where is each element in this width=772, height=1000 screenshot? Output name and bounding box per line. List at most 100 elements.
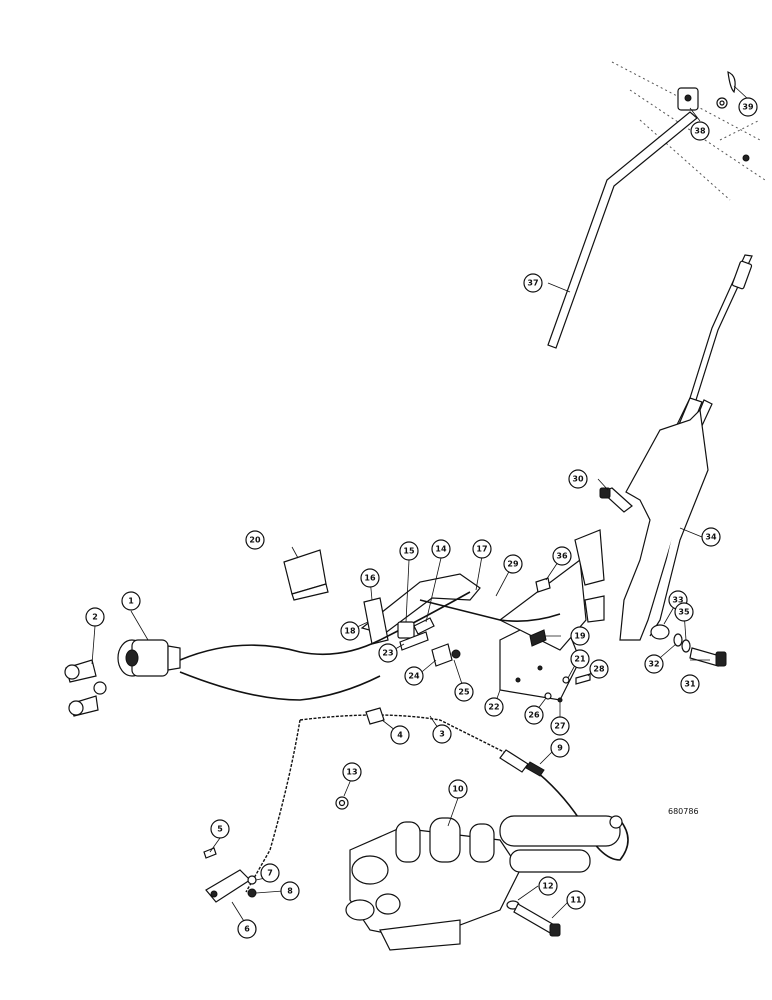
callout-37: 37: [523, 273, 543, 293]
terminal-4: [365, 707, 385, 725]
callout-label: 21: [574, 655, 586, 664]
callout-25: 25: [454, 682, 474, 702]
callout-label: 2: [92, 613, 98, 622]
callout-39: 39: [738, 97, 758, 117]
valve-10: [345, 815, 623, 951]
callout-label: 27: [554, 722, 565, 731]
keys-2: [64, 659, 107, 717]
callout-label: 33: [672, 596, 683, 605]
cotter-pin-39: [727, 71, 736, 94]
callout-29: 29: [503, 554, 523, 574]
callout-11: 11: [566, 890, 586, 910]
callout-label: 24: [408, 672, 420, 681]
bolt-30: [599, 487, 633, 513]
callout-22: 22: [484, 697, 504, 717]
hardware-21-26-27-28: [544, 673, 591, 703]
callout-23: 23: [378, 643, 398, 663]
callout-15: 15: [399, 541, 419, 561]
callout-8: 8: [280, 881, 300, 901]
callout-32: 32: [644, 654, 664, 674]
callout-1: 1: [121, 591, 141, 611]
wiring: [179, 591, 629, 893]
callout-31: 31: [680, 674, 700, 694]
callout-7: 7: [260, 863, 280, 883]
callout-label: 4: [397, 731, 403, 740]
fastener-19: [529, 629, 547, 647]
callout-label: 7: [267, 869, 273, 878]
callout-20: 20: [245, 530, 265, 550]
callout-label: 16: [364, 574, 376, 583]
callout-label: 28: [593, 665, 605, 674]
callout-3: 3: [432, 724, 452, 744]
callout-6: 6: [237, 919, 257, 939]
callout-label: 39: [742, 103, 754, 112]
callout-label: 15: [403, 547, 415, 556]
callout-13: 13: [342, 762, 362, 782]
key-switch-1: [117, 639, 181, 677]
bracket-20: [283, 549, 329, 601]
nut-13: [335, 796, 349, 810]
screw-5: [203, 847, 217, 859]
callout-label: 26: [528, 711, 540, 720]
frame-outline: [611, 61, 766, 201]
callout-label: 9: [557, 744, 563, 753]
callout-16: 16: [360, 568, 380, 588]
callout-label: 14: [435, 545, 447, 554]
callout-label: 10: [452, 785, 464, 794]
callout-12: 12: [538, 876, 558, 896]
connector-9: [499, 749, 545, 777]
callout-label: 32: [648, 660, 659, 669]
lever-37: [547, 87, 699, 349]
bracket-assembly: [360, 529, 605, 701]
switch-6: [205, 869, 251, 903]
callout-26: 26: [524, 705, 544, 725]
callout-label: 19: [574, 632, 586, 641]
callout-18: 18: [340, 621, 360, 641]
callout-label: 23: [382, 649, 393, 658]
callout-label: 20: [249, 536, 261, 545]
callout-19: 19: [570, 626, 590, 646]
callout-label: 29: [507, 560, 519, 569]
callout-label: 5: [217, 825, 223, 834]
hardware-14-15: [397, 617, 435, 639]
callout-label: 36: [556, 552, 568, 561]
hardware-31-32-33-35: [650, 624, 727, 667]
callout-label: 25: [458, 688, 470, 697]
callout-label: 37: [527, 279, 538, 288]
bolt-11: [513, 903, 561, 937]
callout-label: 6: [244, 925, 250, 934]
callout-30: 30: [568, 469, 588, 489]
callout-24: 24: [404, 666, 424, 686]
callout-35: 35: [674, 602, 694, 622]
callout-label: 11: [570, 896, 582, 905]
callout-label: 31: [684, 680, 696, 689]
callout-label: 18: [344, 627, 356, 636]
lever-34: [619, 254, 753, 641]
callout-38: 38: [690, 121, 710, 141]
callout-label: 38: [694, 127, 706, 136]
callout-4: 4: [390, 725, 410, 745]
callout-label: 34: [705, 533, 717, 542]
nut-8: [247, 888, 257, 898]
callout-label: 3: [439, 730, 445, 739]
callout-36: 36: [552, 546, 572, 566]
callout-label: 8: [287, 887, 293, 896]
callout-28: 28: [589, 659, 609, 679]
washer-7: [247, 875, 257, 885]
callout-9: 9: [550, 738, 570, 758]
callout-label: 12: [542, 882, 553, 891]
drawing-reference-code: 680786: [668, 807, 699, 816]
callout-label: 22: [488, 703, 499, 712]
callout-14: 14: [431, 539, 451, 559]
callout-label: 17: [476, 545, 487, 554]
callout-label: 13: [346, 768, 357, 777]
callout-27: 27: [550, 716, 570, 736]
callout-2: 2: [85, 607, 105, 627]
callout-label: 30: [572, 475, 584, 484]
callout-21: 21: [570, 649, 590, 669]
callout-label: 1: [128, 597, 134, 606]
callout-5: 5: [210, 819, 230, 839]
callout-34: 34: [701, 527, 721, 547]
washer-38: [716, 97, 728, 109]
